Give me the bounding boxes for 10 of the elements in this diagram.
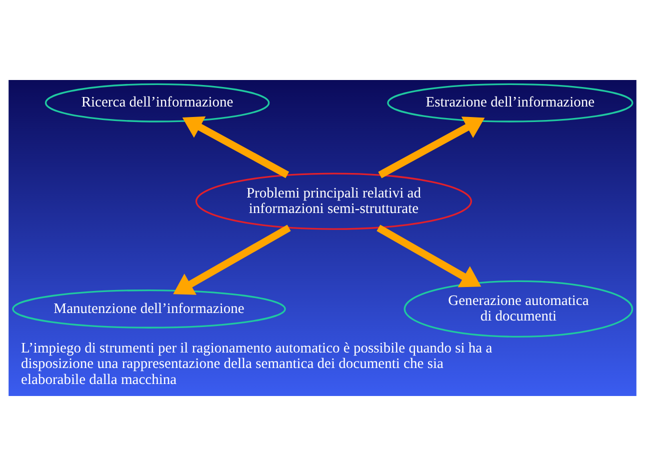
arrow xyxy=(378,116,485,178)
node-ellipse: Problemi principali relativi ad informazioni semi-strutturate xyxy=(195,172,472,230)
arrow xyxy=(182,116,290,178)
node-ellipse: Estrazione dell’informazione xyxy=(387,82,634,122)
arrow xyxy=(376,224,482,287)
node-ellipse: Generazione automatica di documenti xyxy=(404,280,634,338)
caption: L’impiego di strumenti per il ragionamento automatico è possibile quando si ha a disposizione una rappresentazione della semantica dei documenti che sia elaborabile dalla macchina xyxy=(21,340,492,388)
arrow xyxy=(173,224,291,294)
node-ellipse: Ricerca dell’informazione xyxy=(44,82,270,122)
node-ellipse: Manutenzione dell’informazione xyxy=(12,288,286,328)
